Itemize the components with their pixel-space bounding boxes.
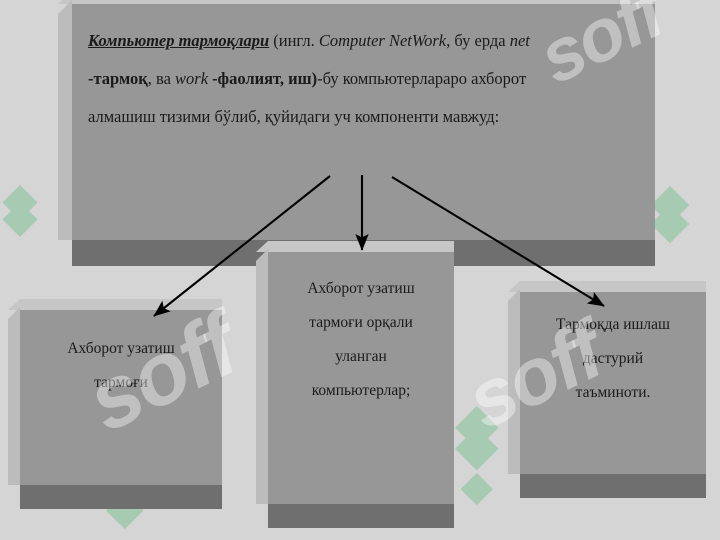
definition-line2-b: , ва: [147, 69, 176, 88]
component-line: компьютерлар;: [311, 382, 411, 399]
component-text: Тармоқда ишлаш дастурий таъминоти.: [520, 292, 706, 410]
box-bevel-left: [58, 0, 72, 240]
box-bevel-left: [256, 249, 268, 504]
component-line: Тармоқда ишлаш: [556, 316, 670, 333]
definition-term: Компьютер тармоқлари: [88, 31, 270, 50]
box-bevel-left: [8, 307, 20, 485]
definition-line2-a: -тармоқ: [88, 69, 148, 88]
box-shadow-bottom: [268, 504, 454, 528]
definition-paren-open: (ингл.: [269, 31, 319, 50]
definition-work-word: work: [175, 69, 209, 88]
box-face: [520, 292, 706, 474]
box-shadow-bottom: [20, 485, 222, 509]
box-bevel-left: [508, 289, 520, 474]
box-bevel-top: [58, 0, 655, 4]
definition-line2-c: -фаолият, иш): [208, 69, 318, 88]
component-line: уланган: [335, 348, 387, 365]
component-line: дастурий: [582, 350, 644, 367]
definition-line3: алмашиш тизими бўлиб, қуйидаги уч компон…: [88, 107, 500, 126]
component-text: Ахборот узатиш тармоғи орқали уланган ко…: [268, 252, 454, 408]
component-box-computers: Ахборот узатиш тармоғи орқали уланган ко…: [256, 241, 454, 528]
component-box-network: Ахборот узатиш тармоғи: [8, 299, 222, 509]
box-bevel-top: [508, 281, 706, 292]
definition-text: Компьютер тармоқлари (ингл. Computer Net…: [72, 4, 655, 136]
box-bevel-top: [256, 241, 454, 252]
component-text: Ахборот узатиш тармоғи: [20, 310, 222, 400]
definition-box: Компьютер тармоқлари (ингл. Computer Net…: [58, 0, 655, 266]
component-line: Ахборот узатиш: [67, 340, 175, 357]
box-shadow-bottom: [520, 474, 706, 498]
component-box-software: Тармоқда ишлаш дастурий таъминоти.: [508, 281, 706, 498]
component-line: тармоғи орқали: [309, 314, 413, 331]
definition-line2-d: -бу компьютерлараро ахборот: [317, 69, 527, 88]
box-bevel-top: [8, 299, 222, 310]
component-line: Ахборот узатиш: [307, 280, 415, 297]
component-line: тармоғи: [94, 374, 148, 391]
component-line: таъминоти.: [575, 384, 651, 401]
definition-net-word: net: [509, 31, 530, 50]
definition-english-term: Computer NetWork: [318, 31, 447, 50]
definition-line1-tail: , бу ерда: [446, 31, 510, 50]
